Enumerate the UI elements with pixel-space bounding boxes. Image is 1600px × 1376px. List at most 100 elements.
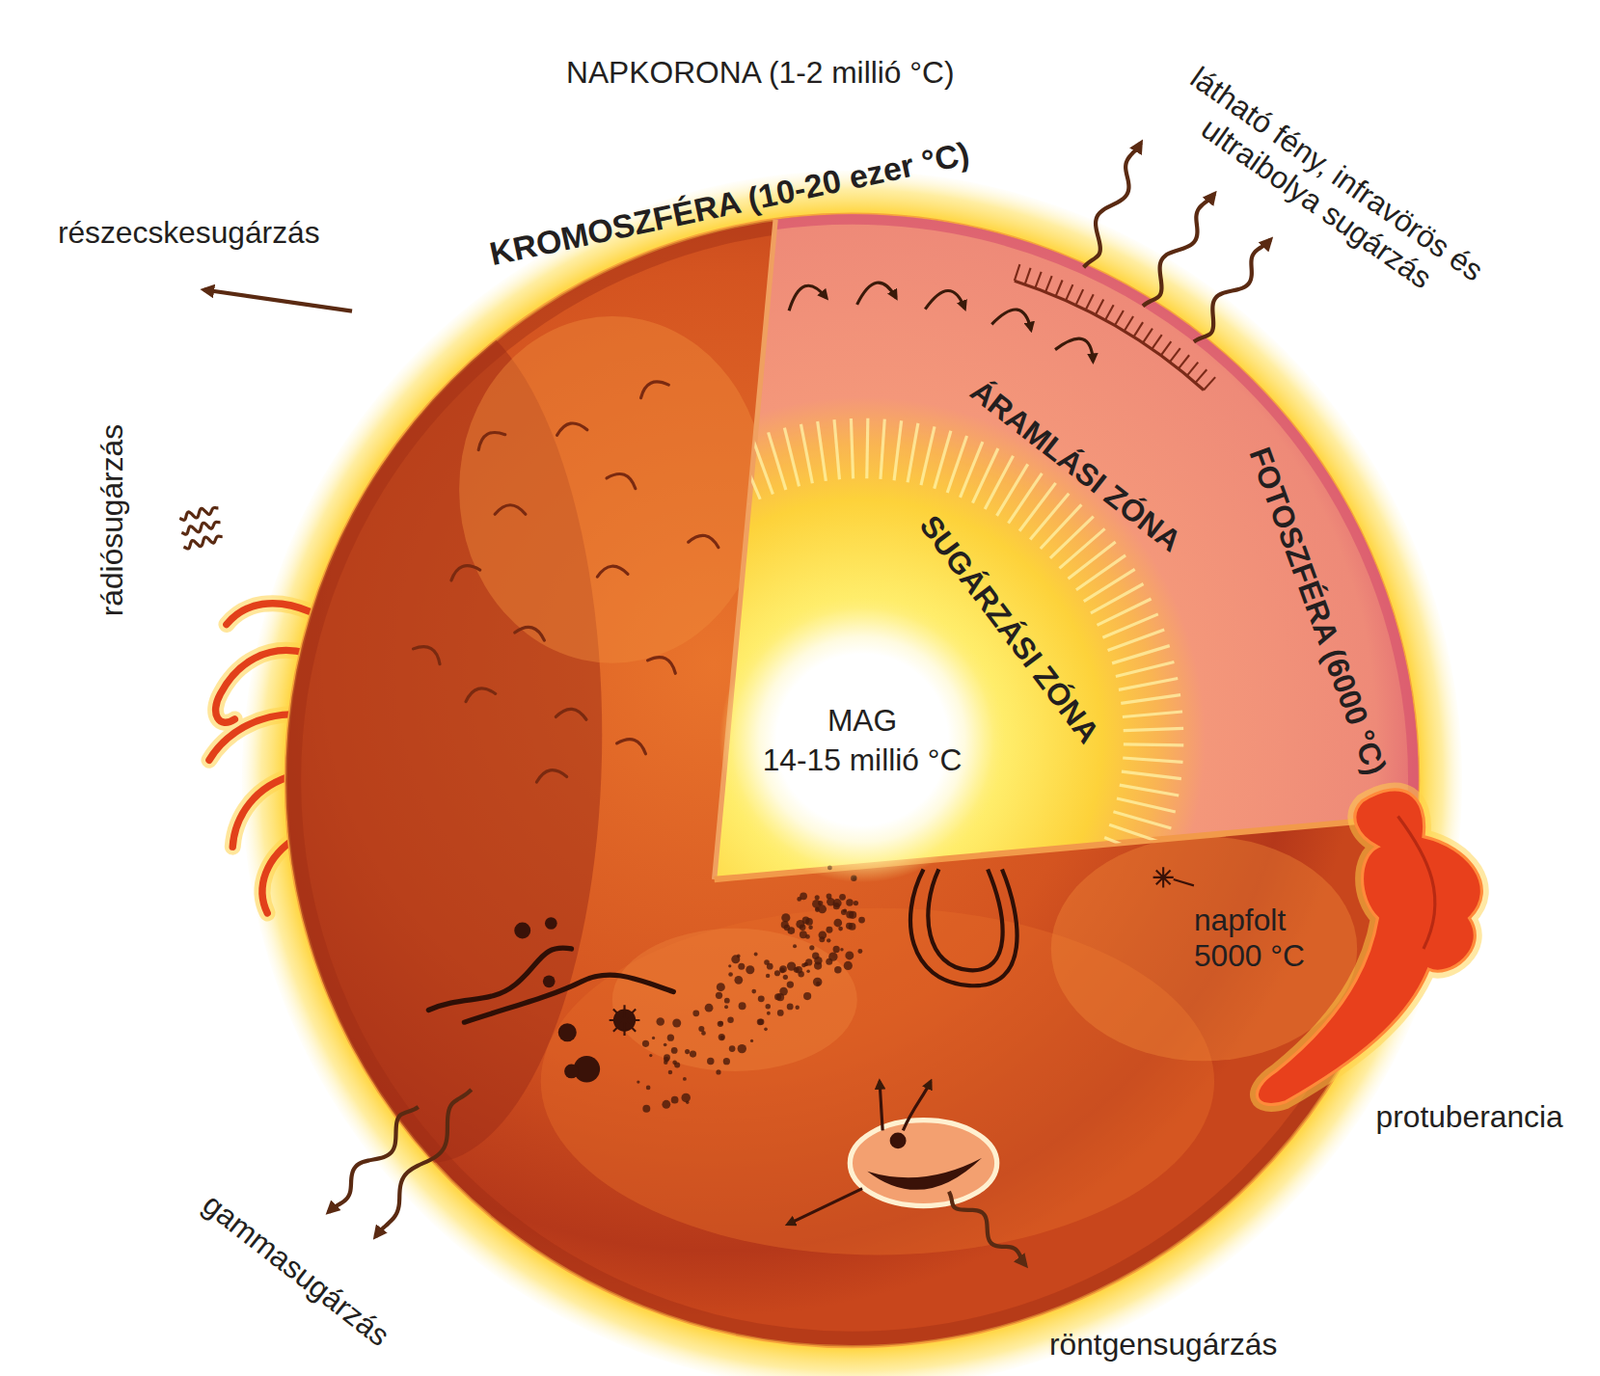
ray [1019, 483, 1057, 532]
stipple-dot [763, 1028, 768, 1032]
stipple-dot [680, 1093, 690, 1103]
stipple-dot [806, 970, 811, 975]
stipple-dot [649, 1054, 652, 1058]
stipple-dot [857, 949, 863, 954]
hatch-tick [1114, 310, 1124, 326]
art-part [612, 928, 858, 1072]
ray [1040, 504, 1083, 549]
radiation-type-label: rádiósugárzás [94, 424, 131, 617]
stipple-dot [758, 1019, 764, 1026]
art-part [927, 868, 1003, 971]
hatch-tick [1195, 369, 1208, 383]
stipple-dot [689, 1051, 697, 1058]
art-part [564, 1064, 579, 1080]
ray [1076, 555, 1126, 591]
corona-label: NAPKORONA (1-2 millió °C) [566, 55, 954, 92]
ray [705, 459, 735, 513]
stipple-dot [674, 1062, 680, 1069]
ray [1084, 569, 1136, 601]
stipple-dot [667, 1034, 675, 1042]
ray [894, 420, 902, 481]
ray [1118, 677, 1178, 690]
ray [817, 421, 827, 482]
stipple-dot [779, 965, 787, 974]
stipple-dot [671, 1047, 678, 1055]
core-circle: MAG14-15 millió °C [719, 596, 1005, 883]
gamma-ray-arrow [375, 1089, 471, 1237]
art-part [849, 1120, 997, 1207]
stipple-dot [812, 899, 821, 909]
ray [677, 476, 713, 526]
art-part [1051, 837, 1357, 1062]
convection-arrow [1055, 329, 1101, 369]
zone-label: ÁRAMLÁSI ZÓNA [963, 373, 1188, 560]
art-part [226, 603, 312, 625]
ray [1119, 785, 1179, 796]
stipple-dot [663, 1059, 668, 1064]
art-part [514, 922, 531, 939]
spiky-sunspots [609, 867, 1174, 1036]
stipple-dot [777, 1009, 785, 1017]
stipple-dot [805, 934, 811, 940]
stipple-dot [833, 898, 842, 908]
stipple-dot [845, 898, 854, 907]
stipple-dot [794, 1005, 799, 1010]
stipple-dot [672, 1018, 681, 1028]
ray [850, 418, 853, 479]
ray [973, 448, 999, 504]
gamma-ray-arrow [328, 1107, 419, 1213]
art-part [609, 1004, 641, 1036]
stipple-dot [737, 1044, 747, 1054]
stipple-dot [803, 992, 812, 1001]
sunspot-label: napfolt 5000 °C [1193, 903, 1348, 975]
generated-art [179, 142, 1271, 1266]
stipple-dot [792, 944, 797, 949]
stipple-dot [738, 1002, 747, 1010]
convection-arrow [924, 287, 968, 318]
stipple-dot [813, 956, 822, 965]
stipple-dot [642, 1040, 650, 1048]
stipple-dot [750, 1039, 754, 1043]
radio-wave [183, 536, 222, 549]
stipple-dot [671, 1096, 679, 1105]
stipple-dot [766, 963, 774, 971]
stipple-dot [825, 926, 833, 934]
ray [1111, 646, 1170, 664]
convection-arrow [991, 302, 1036, 338]
art-part [285, 214, 1418, 1347]
ray [934, 431, 951, 489]
art-part [544, 917, 558, 930]
radiation-arrows [179, 142, 1271, 1266]
ray [1120, 695, 1181, 705]
stipple-dot [731, 954, 740, 964]
granule-arc [637, 377, 670, 399]
stipple-dot [779, 968, 786, 975]
stipple-dot [781, 921, 789, 929]
stipple-dot [705, 1003, 714, 1013]
ray [800, 424, 813, 484]
art-part [459, 316, 765, 664]
light-ray-arrow [1142, 193, 1215, 306]
stipple-dot [684, 1049, 690, 1055]
ray [721, 451, 748, 506]
ray [1123, 744, 1184, 746]
ray [1122, 758, 1183, 762]
art-part [879, 1082, 883, 1132]
surface-texture [255, 214, 1419, 1347]
art-part [558, 1023, 577, 1042]
magnetic-loop [910, 868, 1018, 986]
art-part [910, 868, 1018, 986]
stipple-dot [838, 926, 843, 932]
stipple-dot [808, 924, 814, 930]
chromosphere-label: KROMOSZFÉRA (10-20 ezer °C) [486, 135, 973, 274]
stipple-dot [757, 1018, 764, 1026]
filaments [428, 948, 674, 1023]
stipple-dot [715, 1069, 721, 1075]
granule-arc [555, 420, 588, 435]
ray [834, 419, 840, 480]
stipple-dot [848, 922, 857, 931]
stipple-dot [724, 998, 731, 1004]
stipple-dot [786, 980, 794, 988]
granule-arc [494, 505, 526, 516]
stipple-dot [727, 1017, 733, 1024]
